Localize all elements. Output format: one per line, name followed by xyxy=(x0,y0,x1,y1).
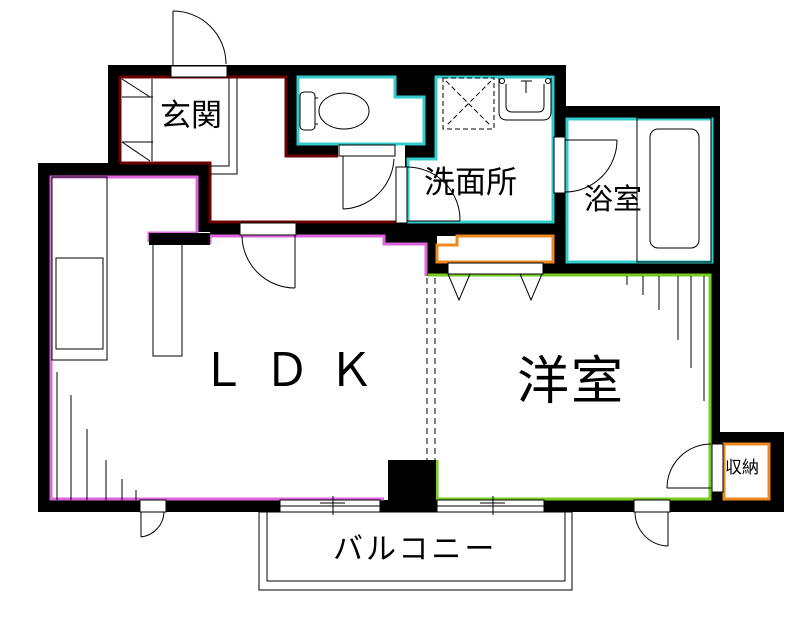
ldk-door-frame[interactable] xyxy=(239,222,297,236)
senmenjo-outline xyxy=(406,75,555,224)
yoshitsu-outline xyxy=(428,273,712,501)
hall-outline xyxy=(120,161,405,224)
shuno-door-frame[interactable] xyxy=(711,443,724,493)
senmenjo-floor xyxy=(407,76,554,223)
washer-space xyxy=(442,77,495,130)
room-label-genkan: 玄関 xyxy=(160,98,222,134)
closet-door-frame[interactable] xyxy=(447,262,544,275)
room-label-yoshitsu: 洋室 xyxy=(517,352,626,412)
room-label-ldk: ＬＤＫ xyxy=(200,343,392,397)
room-label-yokushitsu: 浴室 xyxy=(584,182,643,216)
bathtub xyxy=(636,117,712,263)
sliding-partition[interactable] xyxy=(426,278,436,460)
kitchen-counter xyxy=(51,176,183,361)
ldk-floor xyxy=(50,176,436,500)
closet-outline xyxy=(435,234,555,264)
ldk-exterior-door-frame[interactable] xyxy=(139,499,167,513)
balcony xyxy=(258,511,573,591)
pillar xyxy=(388,460,436,512)
bath-door-frame[interactable] xyxy=(553,136,566,194)
entrance-door-frame[interactable] xyxy=(170,65,228,78)
toilet-floor xyxy=(297,76,425,145)
yoshitsu-exterior-door-frame[interactable] xyxy=(633,499,671,513)
senmenjo-door-frame[interactable] xyxy=(395,166,408,224)
room-label-senmenjo: 洗面所 xyxy=(424,165,517,201)
room-label-shuno: 収納 xyxy=(725,458,759,478)
washbasin xyxy=(498,78,552,121)
closet-floor xyxy=(437,236,554,263)
toilet-door-frame[interactable] xyxy=(338,144,396,157)
shuno-floor xyxy=(723,443,770,500)
room-label-balcony: バルコニー xyxy=(333,532,498,567)
toilet-outline xyxy=(296,75,426,146)
shuno-outline xyxy=(722,442,771,501)
yoshitsu-floor xyxy=(428,275,711,500)
toilet-fixture xyxy=(299,91,370,131)
genkan-outline xyxy=(118,75,338,163)
yokushitsu-floor xyxy=(566,118,713,263)
genkan-floor xyxy=(119,76,405,222)
